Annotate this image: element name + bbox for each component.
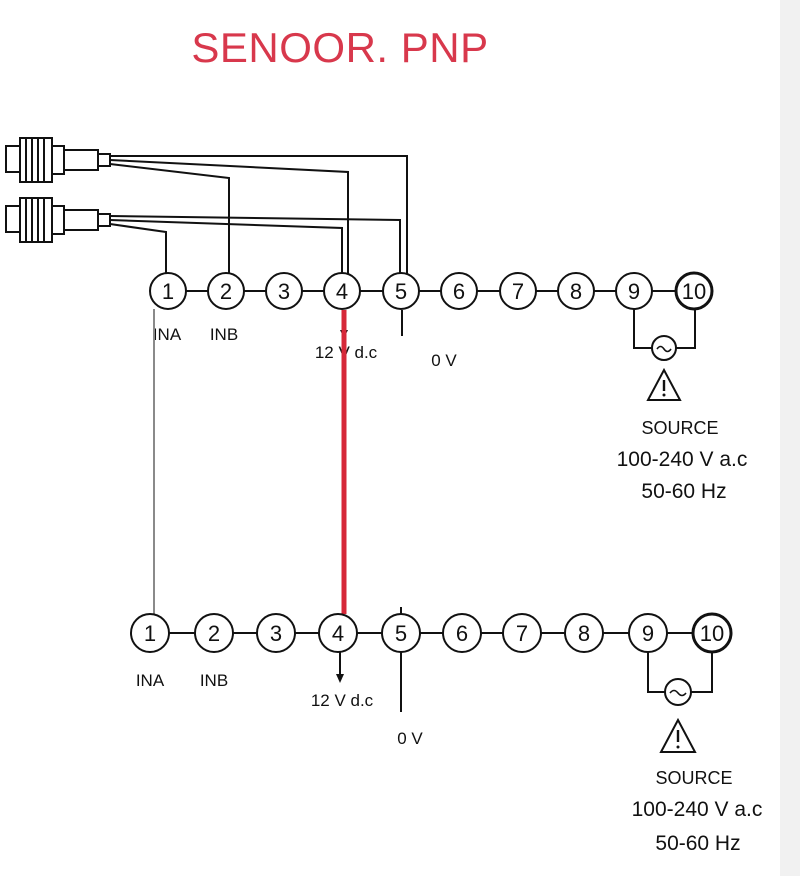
source-voltage: 100-240 V a.c xyxy=(617,448,748,471)
warning-triangle-icon xyxy=(646,367,682,401)
sensor-wires xyxy=(109,155,408,274)
terminal-8: 8 xyxy=(557,272,595,310)
terminal-number: 3 xyxy=(270,621,282,646)
terminal-1: 1 xyxy=(130,613,170,653)
ac-source-icon xyxy=(651,335,677,361)
terminal-3: 3 xyxy=(265,272,303,310)
terminal-10: 10 xyxy=(691,612,733,654)
terminal-number: 7 xyxy=(512,279,524,304)
terminal-number: 4 xyxy=(336,279,348,304)
terminal-number: 4 xyxy=(332,621,344,646)
terminal-number: 2 xyxy=(208,621,220,646)
terminal-10: 10 xyxy=(674,271,714,311)
terminal-7: 7 xyxy=(499,272,537,310)
terminal-number: 1 xyxy=(144,621,156,646)
terminal-6: 6 xyxy=(440,272,478,310)
label-ina: INA xyxy=(153,325,182,344)
terminal-7: 7 xyxy=(502,613,542,653)
terminal-number: 8 xyxy=(578,621,590,646)
terminal-number: 7 xyxy=(516,621,528,646)
terminal-number: 10 xyxy=(682,279,706,304)
label-ina: INA xyxy=(136,671,165,690)
terminal-number: 5 xyxy=(395,621,407,646)
terminal-number: 1 xyxy=(162,279,174,304)
terminal-number: 6 xyxy=(453,279,465,304)
ac-source-icon xyxy=(664,678,692,706)
terminal-1: 1 xyxy=(149,272,187,310)
terminal-9: 9 xyxy=(615,272,653,310)
terminal-number: 10 xyxy=(700,621,724,646)
terminal-number: 2 xyxy=(220,279,232,304)
label-12v-dc: 12 V d.c xyxy=(311,691,374,710)
terminal-2: 2 xyxy=(194,613,234,653)
source-frequency: 50-60 Hz xyxy=(641,480,726,503)
terminal-number: 6 xyxy=(456,621,468,646)
terminal-number: 3 xyxy=(278,279,290,304)
terminal-number: 9 xyxy=(628,279,640,304)
source-frequency: 50-60 Hz xyxy=(655,832,740,855)
terminal-3: 3 xyxy=(256,613,296,653)
source-voltage: 100-240 V a.c xyxy=(632,798,763,821)
label-0v: 0 V xyxy=(431,351,457,370)
label-inb: INB xyxy=(200,671,228,690)
terminal-5: 5 xyxy=(382,272,420,310)
terminal-6: 6 xyxy=(442,613,482,653)
label-0v: 0 V xyxy=(397,729,423,748)
terminal-number: 8 xyxy=(570,279,582,304)
source-title: SOURCE xyxy=(655,768,732,788)
warning-triangle-icon xyxy=(659,717,697,753)
label-inb: INB xyxy=(210,325,238,344)
terminal-9: 9 xyxy=(628,613,668,653)
bottom-terminal-block: 1 2 3 4 5 6 7 8 9 10 INA INB 12 V d.c 0 V SOURCE xyxy=(130,607,763,855)
proximity-sensor-icon xyxy=(5,137,111,183)
proximity-sensor-icon xyxy=(5,197,111,243)
terminal-4: 4 xyxy=(323,272,361,310)
terminal-4: 4 xyxy=(318,613,358,653)
terminal-8: 8 xyxy=(564,613,604,653)
terminal-2: 2 xyxy=(207,272,245,310)
terminal-number: 9 xyxy=(642,621,654,646)
scrollbar-track xyxy=(780,0,800,876)
terminal-5: 5 xyxy=(381,613,421,653)
terminal-number: 5 xyxy=(395,279,407,304)
source-title: SOURCE xyxy=(641,418,718,438)
diagram-title: SENOOR. PNP xyxy=(191,24,489,71)
